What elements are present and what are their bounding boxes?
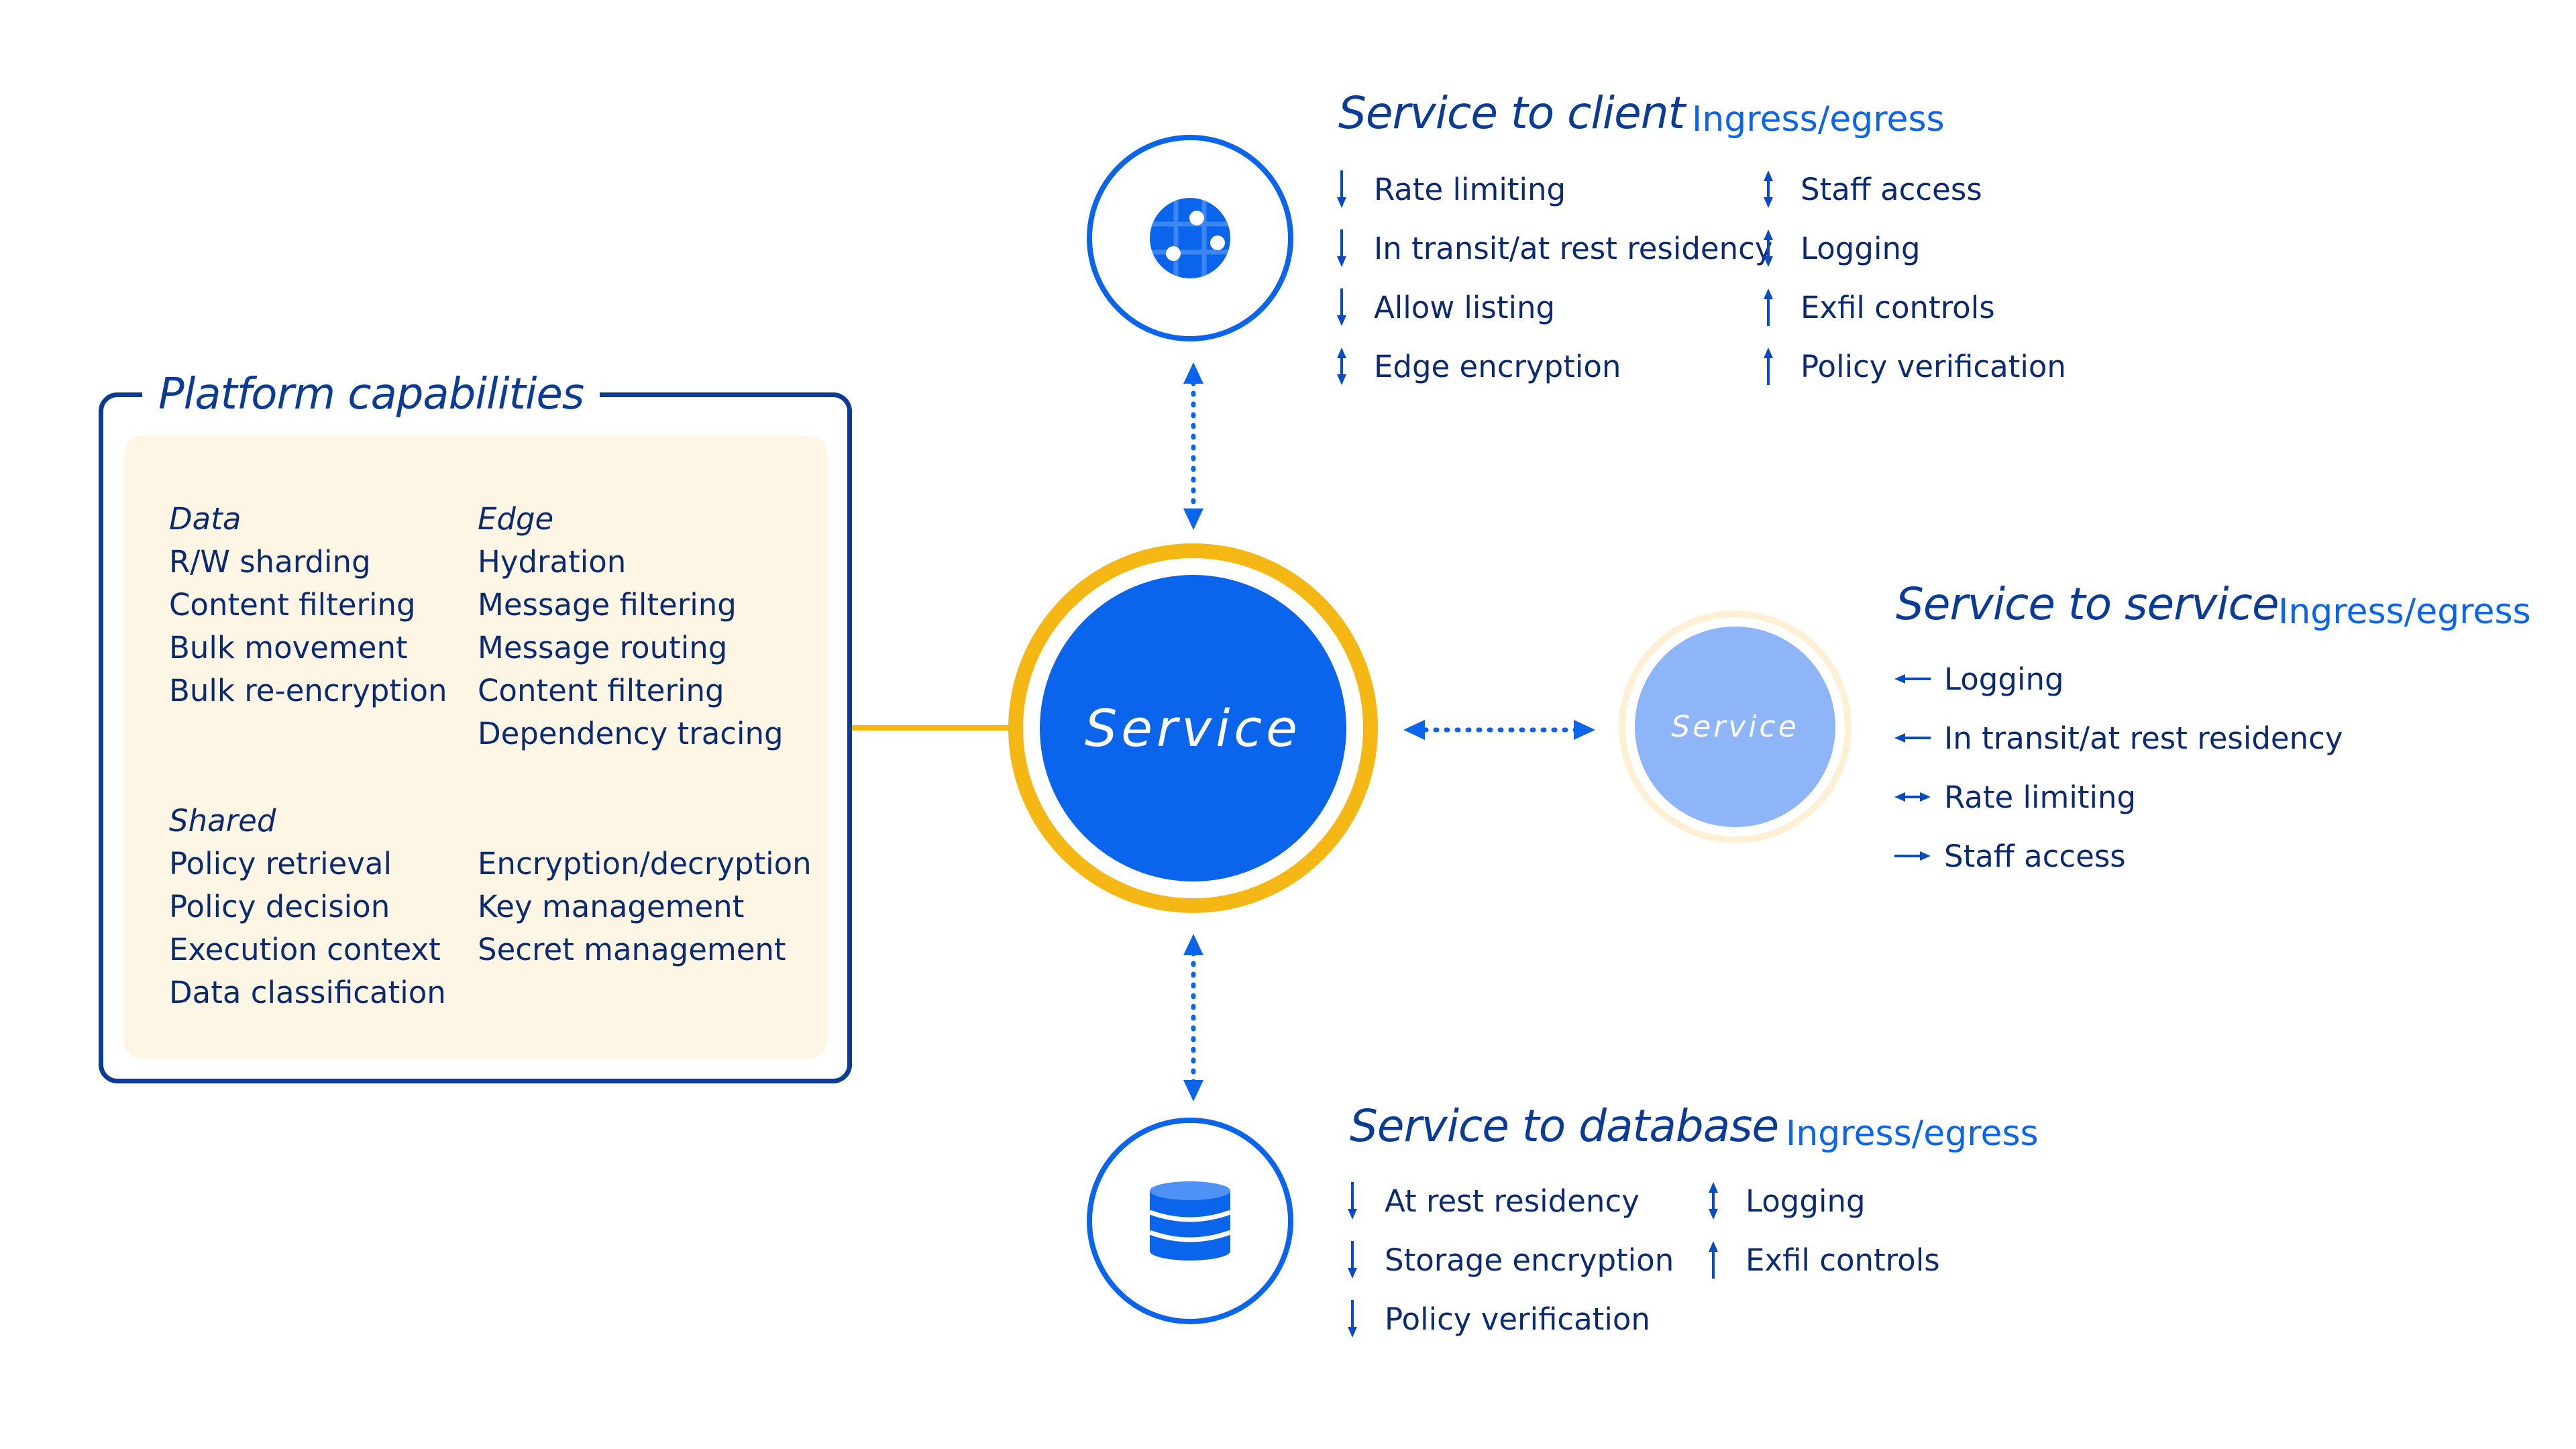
shared-item: Policy retrieval [169,846,392,881]
edge-heading: Edge [478,501,554,537]
client-arrowhead-up [1183,362,1203,384]
s2s-item: Staff access [1893,826,2126,885]
arrow-left-icon [1893,714,1944,761]
s2s-arrowhead-left [1403,720,1425,740]
client-item: Allow listing [1335,278,1555,337]
client-item: Edge encryption [1335,337,1621,396]
shared-item: Data classification [169,975,446,1010]
s2s-item: In transit/at rest residency [1893,708,2343,767]
client-item: In transit/at rest residency [1335,219,1773,278]
s2s-item: Rate limiting [1893,767,2136,826]
arrow-updown-icon [1335,343,1374,390]
platform-capabilities-panel [124,436,827,1059]
arrow-updown-icon [1762,166,1801,213]
arrow-up-icon [1707,1236,1746,1283]
data-item: Bulk movement [169,630,408,665]
arrow-right-icon [1893,833,1944,879]
db-item: At rest residency [1346,1171,1640,1230]
client-arrowhead-down [1183,508,1203,530]
arrow-left-icon [1893,655,1944,702]
arrow-down-icon [1346,1236,1385,1283]
service-secondary-node: Service [1635,627,1835,827]
platform-capabilities-title: Platform capabilities [142,361,600,428]
service-main-label: Service [1085,698,1301,758]
db-item: Policy verification [1346,1289,1650,1348]
shared-heading: Shared [169,803,276,839]
db-item: Exfil controls [1707,1230,1940,1289]
db-section-subtitle: Ingress/egress [1786,1114,2039,1154]
s2s-section-subtitle: Ingress/egress [2278,592,2531,632]
client-section-title: Service to client [1338,87,1685,139]
edge-item: Message routing [478,630,728,665]
client-item: Rate limiting [1335,160,1566,219]
client-node [1087,135,1293,341]
edge-item: Message filtering [478,587,737,623]
client-item: Exfil controls [1762,278,1995,337]
shared-item: Encryption/decryption [478,846,812,881]
arrow-up-icon [1762,284,1801,331]
shared-capabilities-left: Shared Policy retrieval Policy decision … [169,800,446,1014]
arrow-updown-icon [1707,1177,1746,1224]
shared-capabilities-right: Encryption/decryption Key management Sec… [478,843,812,971]
data-capabilities: Data R/W sharding Content filtering Bulk… [169,498,447,712]
arrow-down-icon [1335,284,1374,331]
shared-item: Execution context [169,932,441,967]
arrow-updown-icon [1762,225,1801,272]
data-item: Content filtering [169,587,416,623]
edge-capabilities: Edge Hydration Message filtering Message… [478,498,784,755]
service-secondary-label: Service [1671,710,1799,744]
data-item: R/W sharding [169,544,371,580]
shared-item: Secret management [478,932,786,967]
arrow-up-icon [1762,343,1801,390]
database-icon [1148,1181,1232,1260]
globe-icon [1150,198,1230,278]
client-item: Staff access [1762,160,1982,219]
edge-item: Content filtering [478,673,724,708]
db-item: Storage encryption [1346,1230,1674,1289]
s2s-section-title: Service to service [1896,578,2279,630]
db-arrowhead-up [1183,934,1203,955]
arrow-down-icon [1346,1177,1385,1224]
arrow-down-icon [1335,166,1374,213]
client-section-subtitle: Ingress/egress [1692,99,1945,140]
shared-item: Policy decision [169,889,390,924]
db-section-title: Service to database [1350,1100,1779,1152]
shared-item: Key management [478,889,745,924]
db-item: Logging [1707,1171,1866,1230]
arrow-down-icon [1346,1295,1385,1342]
arrow-down-icon [1335,225,1374,272]
service-main-node: Service [1040,575,1346,881]
client-item: Logging [1762,219,1921,278]
s2s-item: Logging [1893,649,2064,708]
data-item: Bulk re-encryption [169,673,447,708]
client-item: Policy verification [1762,337,2066,396]
edge-item: Hydration [478,544,627,580]
edge-item: Dependency tracing [478,716,784,751]
db-arrowhead-down [1183,1080,1203,1102]
database-node [1087,1118,1293,1324]
arrow-leftright-icon [1893,773,1944,820]
s2s-arrowhead-right [1574,720,1595,740]
data-heading: Data [169,501,241,537]
